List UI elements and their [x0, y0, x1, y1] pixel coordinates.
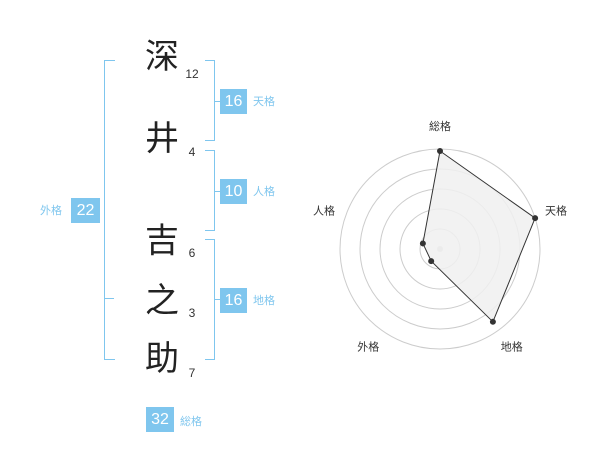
stroke-count-2: 4	[188, 145, 196, 159]
radar-axis-label: 天格	[545, 203, 567, 217]
chikaku-connector	[214, 299, 220, 300]
radar-data-point	[428, 258, 435, 265]
name-char-2: 井	[145, 119, 179, 159]
radar-data-point	[419, 240, 426, 247]
tenkaku-bracket	[205, 60, 215, 141]
radar-axis-label: 人格	[313, 203, 335, 217]
chikaku-value: 16	[220, 288, 247, 313]
stroke-count-3: 6	[188, 246, 196, 260]
radar-data-point	[532, 215, 539, 222]
gaikaku-split-tick	[104, 298, 114, 299]
soukaku-value: 32	[146, 407, 174, 432]
soukaku-label: 総格	[180, 415, 202, 428]
name-char-3: 吉	[145, 221, 179, 261]
stroke-count-4: 3	[188, 306, 196, 320]
gaikaku-label: 外格	[40, 204, 62, 217]
tenkaku-value: 16	[220, 89, 247, 114]
jinkaku-connector	[214, 191, 220, 192]
radar-axis-label: 外格	[357, 340, 379, 354]
radar-data-area	[422, 150, 536, 323]
jinkaku-bracket	[205, 150, 215, 231]
gaikaku-value: 22	[71, 198, 100, 223]
radar-axis-label: 総格	[429, 119, 451, 133]
jinkaku-label: 人格	[253, 185, 275, 198]
stroke-count-5: 7	[188, 366, 196, 380]
jinkaku-value: 10	[220, 179, 247, 204]
tenkaku-connector	[214, 101, 220, 102]
name-char-5: 助	[145, 339, 179, 379]
tenkaku-label: 天格	[253, 95, 275, 108]
stroke-count-1: 12	[185, 67, 199, 81]
chikaku-label: 地格	[253, 294, 275, 307]
gaikaku-bracket	[104, 60, 115, 360]
radar-data-point	[489, 318, 496, 325]
radar-data-point	[437, 148, 443, 154]
name-char-1: 深	[145, 37, 179, 77]
name-char-4: 之	[145, 281, 179, 321]
radar-axis-label: 地格	[501, 340, 523, 354]
